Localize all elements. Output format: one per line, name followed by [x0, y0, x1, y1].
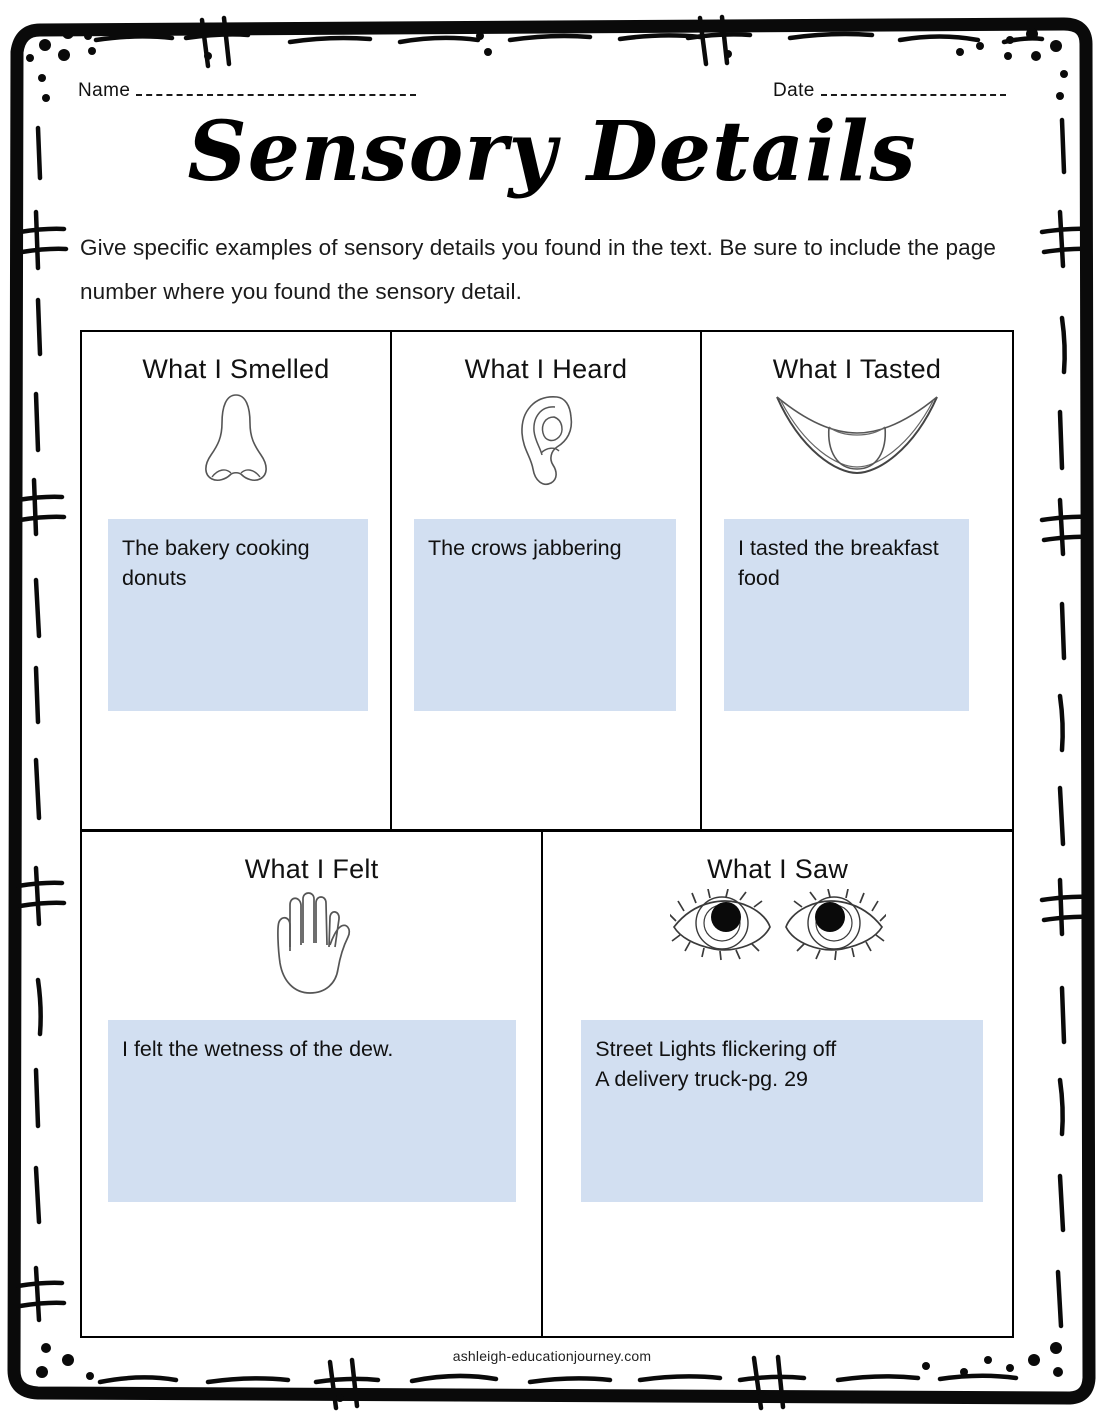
- answer-box-felt[interactable]: I felt the wetness of the dew.: [108, 1020, 516, 1202]
- cell-title-smelled: What I Smelled: [142, 354, 330, 384]
- hand-icon: [82, 889, 541, 1009]
- answer-box-saw[interactable]: Street Lights flickering off A delivery …: [581, 1020, 984, 1202]
- date-field[interactable]: Date: [773, 80, 1006, 102]
- answer-box-smelled[interactable]: The bakery cooking donuts: [108, 519, 368, 711]
- name-label: Name: [78, 80, 131, 101]
- cell-title-tasted: What I Tasted: [772, 354, 942, 384]
- table-row-bottom: What I Felt I felt the wetness of the de…: [82, 832, 1012, 1337]
- cell-title-heard: What I Heard: [464, 354, 628, 384]
- date-label: Date: [773, 80, 815, 101]
- answer-box-tasted[interactable]: I tasted the breakfast food: [724, 519, 969, 711]
- instructions-text: Give specific examples of sensory detail…: [80, 235, 996, 304]
- cell-title-felt: What I Felt: [244, 854, 379, 884]
- table-row-top: What I Smelled The bakery cooking donuts…: [82, 332, 1012, 832]
- date-write-line[interactable]: [820, 81, 1006, 96]
- worksheet-page: Name Date Sensory Details Give specific …: [60, 58, 1044, 1364]
- eyes-icon: [543, 889, 1012, 1009]
- page-title: Sensory Details: [187, 104, 917, 200]
- sensory-details-table: What I Smelled The bakery cooking donuts…: [80, 330, 1014, 1338]
- name-write-line[interactable]: [136, 81, 417, 96]
- cell-what-i-felt[interactable]: What I Felt I felt the wetness of the de…: [82, 832, 544, 1337]
- nose-icon: [82, 389, 390, 497]
- left-pupil: [710, 902, 741, 932]
- right-pupil: [814, 902, 845, 932]
- ear-icon: [392, 389, 700, 497]
- cell-what-i-heard[interactable]: What I Heard The crows jabbering: [392, 332, 702, 829]
- cell-what-i-smelled[interactable]: What I Smelled The bakery cooking donuts: [82, 332, 392, 829]
- cell-title-saw: What I Saw: [707, 854, 849, 884]
- mouth-tongue-icon: [702, 389, 1012, 497]
- cell-what-i-tasted[interactable]: What I Tasted I tasted the breakfast foo…: [702, 332, 1012, 829]
- name-field[interactable]: Name: [78, 80, 417, 102]
- answer-box-heard[interactable]: The crows jabbering: [414, 519, 676, 711]
- footer-credit: ashleigh-educationjourney.com: [452, 1348, 652, 1364]
- cell-what-i-saw[interactable]: What I Saw: [543, 832, 1012, 1337]
- name-date-row: Name Date: [78, 58, 1028, 101]
